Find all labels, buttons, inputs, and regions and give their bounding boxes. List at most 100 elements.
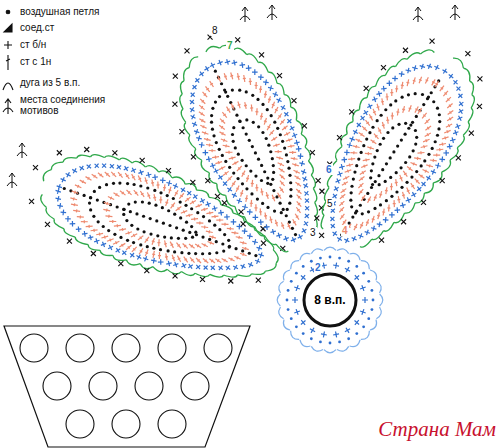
single-crochet-symbol xyxy=(233,266,238,269)
single-crochet-symbol xyxy=(190,108,195,111)
shawl-scheme xyxy=(4,326,250,447)
chain-dot xyxy=(251,94,254,97)
chain-arc-symbol xyxy=(126,260,140,265)
double-crochet-symbol xyxy=(270,216,272,223)
single-crochet-symbol xyxy=(228,279,233,284)
chain-dot xyxy=(201,235,204,238)
single-crochet-symbol xyxy=(281,106,286,109)
double-crochet-tick xyxy=(296,170,297,173)
double-crochet-tick xyxy=(378,130,381,131)
double-crochet-symbol xyxy=(107,239,114,241)
double-crochet-tick xyxy=(288,225,291,226)
callout-number: 5 xyxy=(326,198,334,209)
chain-dot xyxy=(367,210,370,213)
double-crochet-tick xyxy=(206,138,208,141)
double-crochet-tick xyxy=(386,119,389,121)
single-crochet-symbol xyxy=(67,216,68,222)
motif-petal xyxy=(29,147,285,284)
chain-arc-symbol xyxy=(337,346,349,351)
center-ring xyxy=(272,242,388,358)
chain-dot xyxy=(238,89,241,92)
legend-text: воздушная петля xyxy=(20,6,99,17)
single-crochet-symbol xyxy=(294,133,296,138)
double-crochet-symbol xyxy=(383,209,384,216)
double-crochet-tick xyxy=(210,241,211,244)
double-crochet-tick xyxy=(236,188,239,189)
double-crochet-tick xyxy=(228,151,229,154)
chain-dot xyxy=(234,247,237,250)
single-crochet-symbol xyxy=(455,130,457,135)
chain-dot xyxy=(414,129,417,132)
double-crochet-symbol xyxy=(359,133,365,137)
double-crochet-tick xyxy=(363,128,365,130)
chain-dot xyxy=(355,265,358,268)
chain-dot xyxy=(401,96,404,99)
chain-arc-symbol xyxy=(311,175,315,188)
single-crochet-symbol xyxy=(242,207,248,208)
double-crochet-tick xyxy=(298,196,300,198)
chain-arc-symbol xyxy=(279,307,284,319)
double-crochet-symbol xyxy=(367,147,374,149)
double-crochet-symbol xyxy=(242,171,245,177)
single-crochet-symbol xyxy=(195,79,199,83)
legend-text: ст б/н xyxy=(20,39,46,50)
double-crochet-tick xyxy=(209,211,211,214)
double-crochet-tick xyxy=(275,222,278,224)
double-crochet-tick xyxy=(341,216,343,218)
double-crochet-tick xyxy=(413,80,416,82)
single-crochet-symbol xyxy=(225,61,230,63)
chain-arc-symbol xyxy=(63,158,77,162)
single-crochet-symbol xyxy=(240,64,246,66)
double-crochet-tick xyxy=(147,195,150,196)
single-crochet-symbol xyxy=(257,259,259,264)
motif-circle xyxy=(89,372,117,400)
chain-dot xyxy=(166,194,169,197)
double-crochet-tick xyxy=(145,180,148,182)
double-crochet-symbol xyxy=(359,189,364,194)
double-crochet-tick xyxy=(246,178,249,180)
double-crochet-symbol xyxy=(409,105,412,112)
double-crochet-tick xyxy=(360,225,363,226)
single-crochet-symbol xyxy=(91,251,96,256)
chain-dot xyxy=(232,171,235,174)
chain-arc-symbol xyxy=(361,331,370,340)
single-crochet-symbol xyxy=(191,154,196,159)
chain-arc-symbol xyxy=(336,146,343,160)
chain-dot xyxy=(378,183,381,186)
chain-dot xyxy=(273,121,276,124)
double-crochet-tick xyxy=(290,145,292,148)
single-crochet-symbol xyxy=(333,232,338,235)
chain-dot xyxy=(279,133,282,136)
double-crochet-symbol xyxy=(73,210,80,212)
single-crochet-symbol xyxy=(344,239,349,242)
double-crochet-symbol xyxy=(350,152,357,154)
chain-dot xyxy=(213,224,216,227)
double-crochet-tick xyxy=(259,89,262,90)
double-crochet-symbol xyxy=(446,124,452,127)
single-crochet-symbol xyxy=(459,109,462,114)
chain-arc-symbol xyxy=(277,294,280,306)
chain-dot xyxy=(173,250,176,253)
join-arrow xyxy=(413,7,423,22)
join-arrow xyxy=(3,99,13,114)
double-crochet-tick xyxy=(297,183,299,185)
double-crochet-tick xyxy=(157,184,160,185)
chain-dot xyxy=(266,176,269,179)
single-crochet-symbol xyxy=(310,328,315,333)
double-crochet-symbol xyxy=(209,150,216,151)
double-crochet-tick xyxy=(396,111,399,113)
double-crochet-symbol xyxy=(190,257,195,262)
double-crochet-symbol xyxy=(365,153,372,155)
chain-arc-symbol xyxy=(181,272,195,276)
double-crochet-tick xyxy=(146,239,148,241)
double-crochet-tick xyxy=(298,203,300,205)
chain-ring-circle: 8 в.п. xyxy=(302,272,358,328)
single-crochet-symbol xyxy=(377,223,383,225)
chain-dot xyxy=(226,95,229,98)
double-crochet-symbol xyxy=(396,179,397,186)
single-crochet-symbol xyxy=(364,86,369,91)
chain-dot xyxy=(208,252,211,255)
chain-arc-symbol xyxy=(337,249,349,254)
single-crochet-symbol xyxy=(211,266,215,270)
chain-dot xyxy=(191,236,194,239)
